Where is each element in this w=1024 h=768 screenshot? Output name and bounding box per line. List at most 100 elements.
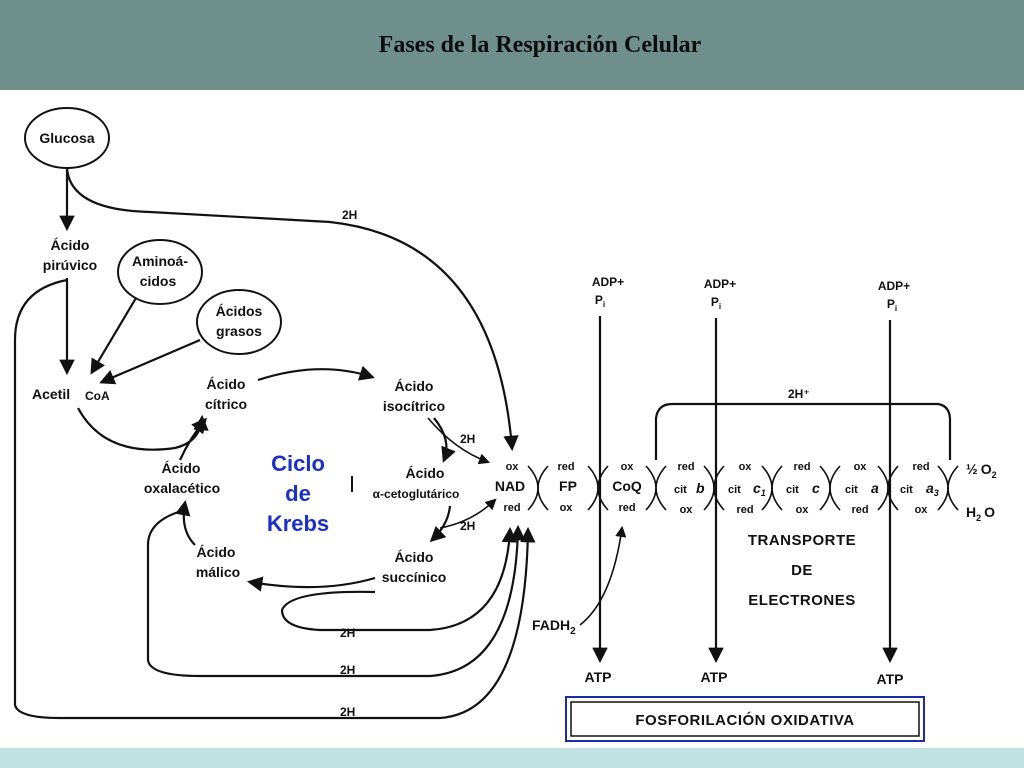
cytc1-ox: ox — [739, 461, 753, 473]
svg-text:Pi: Pi — [887, 297, 897, 313]
acetil-coa-label-1: Acetil — [32, 386, 70, 402]
svg-text:ADP+: ADP+ — [878, 279, 910, 293]
svg-text:ATP: ATP — [701, 669, 728, 685]
krebs-title-2: de — [285, 481, 311, 506]
cyta-ox: ox — [854, 461, 868, 473]
cyta3-ox: ox — [915, 504, 929, 516]
glucosa-label: Glucosa — [39, 130, 94, 146]
arrow-grasos-acetil — [99, 338, 201, 385]
succinico-label-1: Ácido — [395, 549, 434, 565]
fosforilacion-box-outer — [565, 696, 925, 742]
cetoglutarico-label-2: α-cetoglutárico — [373, 487, 460, 501]
arrow-amino-acetil — [90, 297, 137, 375]
malico-label-1: Ácido — [197, 544, 236, 560]
nad-ox: ox — [506, 461, 520, 473]
h2-top: 2H — [342, 208, 357, 222]
cyta-letter: a — [871, 480, 879, 496]
h2-bottom-3: 2H — [340, 705, 355, 719]
transporte-line-2: DE — [791, 562, 813, 579]
arrow-acetil-citrico — [77, 407, 209, 451]
h2-ceto: 2H — [460, 519, 475, 533]
arrow-glucosa-2h-nad — [65, 167, 519, 452]
h2-bottom-2: 2H — [340, 663, 355, 677]
cyta-cit: cit — [845, 484, 858, 496]
fosforilacion-box-inner — [570, 701, 920, 737]
cytc-letter: c — [812, 480, 820, 496]
svg-text:Pi: Pi — [711, 295, 721, 311]
slide-header: Fases de la Respiración Celular — [0, 0, 1024, 90]
fadh2-label: FADH2 — [532, 617, 576, 637]
atp-site-1: ADP+ Pi ATP — [585, 275, 625, 685]
cytb-red: red — [677, 461, 694, 473]
cytb-cit: cit — [674, 484, 687, 496]
fosforilacion-label: FOSFORILACIÓN OXIDATIVA — [635, 711, 854, 729]
arrow-malico-oxalacetico — [175, 499, 196, 546]
loop-succinico-2h — [280, 526, 518, 632]
svg-text:ADP+: ADP+ — [704, 277, 736, 291]
arrow-citrico-isocitrico — [257, 365, 375, 382]
transporte-line-1: TRANSPORTE — [748, 532, 856, 549]
oxalacetico-label-1: Ácido — [162, 460, 201, 476]
arrow-iso-2h-nad — [427, 417, 491, 465]
fp-red: red — [557, 461, 574, 473]
cytc1-letter: c1 — [753, 480, 766, 498]
piruvico-label-1: Ácido — [51, 237, 90, 253]
cytb-letter: b — [696, 480, 705, 496]
isocitrico-label-1: Ácido — [395, 378, 434, 394]
cytc-cit: cit — [786, 484, 799, 496]
coq-ox: ox — [621, 461, 635, 473]
acidos-grasos-label-1: Ácidos — [216, 303, 263, 319]
fp-ox: ox — [560, 502, 574, 514]
proton-label: 2H⁺ — [788, 387, 810, 401]
aminoacidos-node — [117, 239, 203, 305]
cytc1-red: red — [736, 504, 753, 516]
cyta-red: red — [851, 504, 868, 516]
arrow-fadh2-coq — [579, 525, 627, 626]
arrow-cetoglutarico-succinico — [429, 505, 452, 543]
cytb-ox: ox — [680, 504, 694, 516]
footer-band — [0, 748, 1024, 768]
arrow-oxalacetico-citrico — [178, 417, 207, 461]
coq-red: red — [618, 502, 635, 514]
loop-malico-2h — [146, 508, 526, 678]
cyta3-cit: cit — [900, 484, 913, 496]
citrico-label-2: cítrico — [205, 396, 247, 412]
piruvico-label-2: pirúvico — [43, 257, 97, 273]
slide-title: Fases de la Respiración Celular — [378, 31, 702, 58]
atp-site-2: ADP+ Pi ATP — [701, 277, 737, 685]
svg-text:Pi: Pi — [595, 293, 605, 309]
transporte-line-3: ELECTRONES — [748, 592, 856, 609]
arrow-ceto-2h-nad — [439, 498, 497, 529]
oxalacetico-label-2: oxalacético — [144, 480, 220, 496]
aminoacidos-label-1: Aminoá- — [132, 253, 188, 269]
svg-text:ATP: ATP — [877, 671, 904, 687]
loop-piruvico-2h — [13, 278, 536, 720]
nad-red: red — [503, 502, 520, 514]
svg-text:ADP+: ADP+ — [592, 275, 624, 289]
citrico-label-1: Ácido — [207, 376, 246, 392]
proton-bracket — [654, 402, 952, 460]
arrow-isocitrico-cetoglutarico — [433, 417, 456, 463]
acidos-grasos-label-2: grasos — [216, 323, 262, 339]
cytc-ox: ox — [796, 504, 810, 516]
cetoglutarico-label-1: Ácido — [406, 465, 445, 481]
coq-label: CoQ — [612, 478, 642, 494]
svg-text:ATP: ATP — [585, 669, 612, 685]
nad-label: NAD — [495, 478, 525, 494]
krebs-title-3: Krebs — [267, 511, 329, 536]
isocitrico-label-2: isocítrico — [383, 398, 445, 414]
cyta3-red: red — [912, 461, 929, 473]
chain-crossings — [527, 465, 959, 511]
h2-bottom-1: 2H — [340, 626, 355, 640]
fp-label: FP — [559, 478, 577, 494]
h2-iso: 2H — [460, 432, 475, 446]
cyta3-letter: a3 — [926, 480, 939, 498]
arrow-succinico-malico — [246, 576, 376, 592]
succinico-label-2: succínico — [382, 569, 447, 585]
cytc-red: red — [793, 461, 810, 473]
atp-site-3: ADP+ Pi ATP — [877, 279, 911, 687]
aminoacidos-label-2: cidos — [140, 273, 177, 289]
